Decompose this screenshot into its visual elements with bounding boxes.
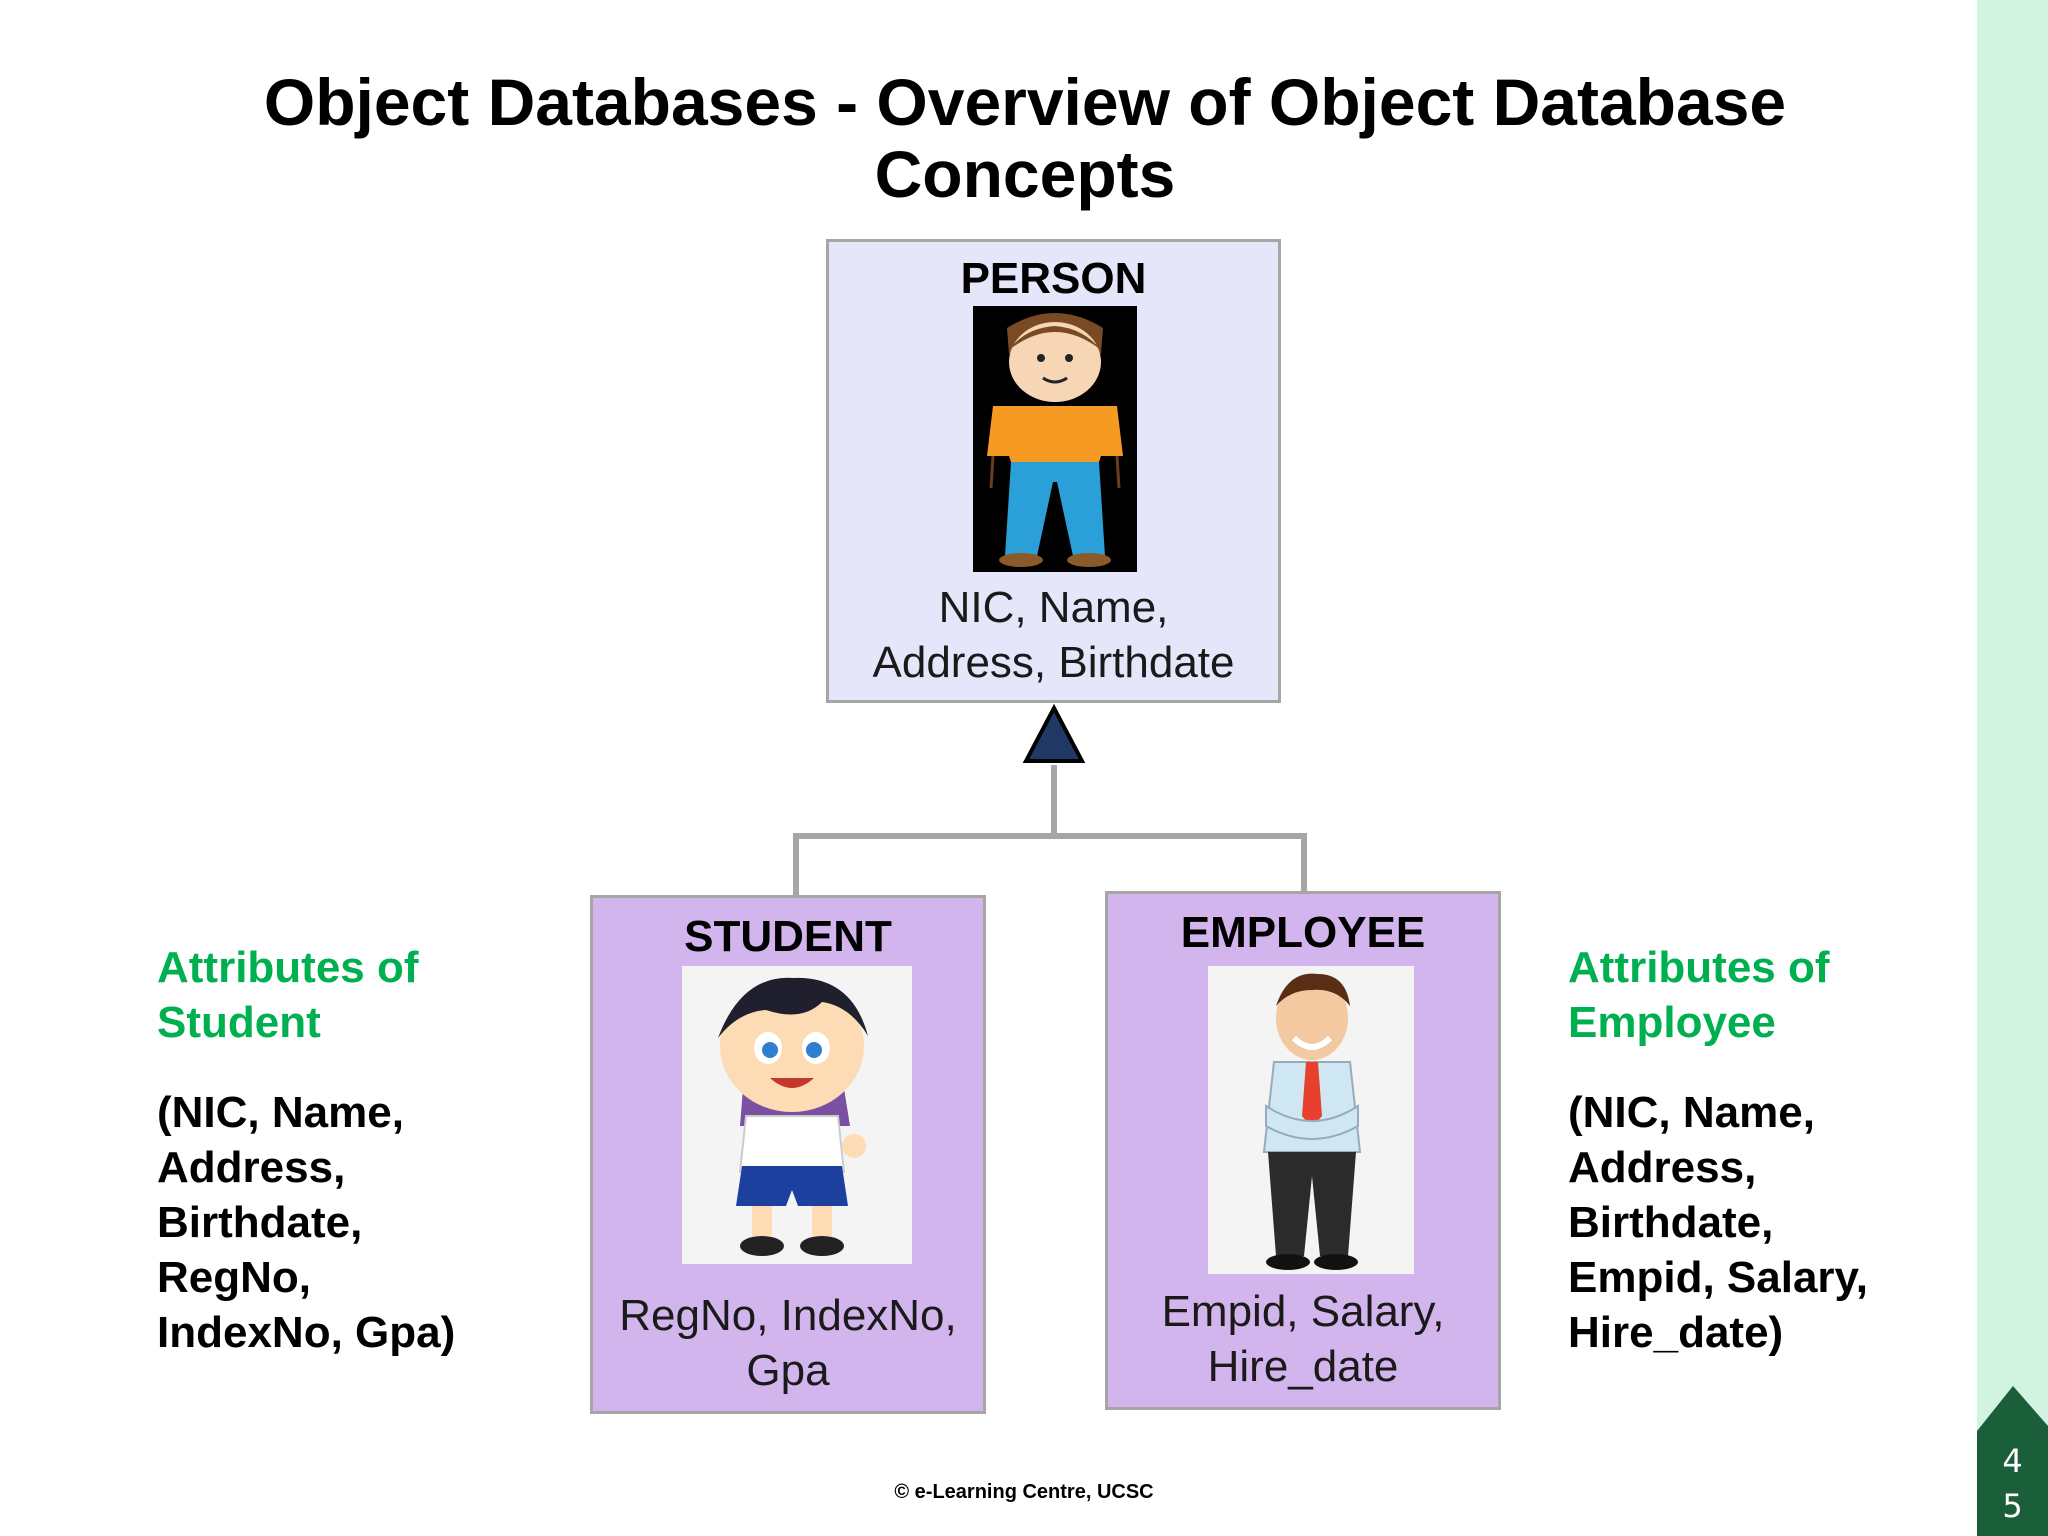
student-attributes: RegNo, IndexNo, Gpa — [593, 1288, 983, 1398]
student-class-title: STUDENT — [684, 912, 892, 961]
student-attributes-heading: Attributes of Student — [157, 940, 557, 1050]
hollow-triangle-arrow-icon — [1022, 703, 1086, 763]
student-attribute-line: Address, — [157, 1143, 346, 1192]
employee-attribute-line: (NIC, Name, — [1568, 1088, 1815, 1137]
student-attribute-line: RegNo, — [157, 1253, 311, 1302]
employee-attribute-line: Address, — [1568, 1143, 1757, 1192]
student-cartoon-icon — [682, 966, 912, 1264]
employee-class-box: EMPLOYEE Empid, Salary, Hire_date — [1105, 891, 1501, 1410]
employee-attributes-line-1: Empid, Salary, — [1161, 1287, 1445, 1336]
employee-attributes-heading: Attributes of Employee — [1568, 940, 1968, 1050]
employee-attributes-line-2: Hire_date — [1207, 1342, 1399, 1391]
slide-title: Object Databases - Overview of Object Da… — [160, 66, 1890, 210]
student-attributes-list: (NIC, Name, Address, Birthdate, RegNo, I… — [157, 1085, 557, 1360]
employee-attribute-line: Empid, Salary, — [1568, 1253, 1868, 1302]
person-attributes: NIC, Name, Address, Birthdate — [829, 580, 1278, 690]
page-number-badge: 4 5 — [1977, 1386, 2048, 1536]
employee-class-title: EMPLOYEE — [1180, 908, 1426, 957]
employee-attribute-line: Hire_date) — [1568, 1308, 1784, 1357]
person-attributes-line-1: NIC, Name, — [938, 583, 1169, 632]
employee-attributes-heading-line-1: Attributes of — [1568, 943, 1830, 992]
employee-attributes: Empid, Salary, Hire_date — [1108, 1284, 1498, 1394]
slide-side-strip — [1977, 0, 2048, 1536]
employee-attributes-list: (NIC, Name, Address, Birthdate, Empid, S… — [1568, 1085, 1968, 1360]
employee-cartoon-icon — [1208, 966, 1414, 1274]
student-attributes-line-2: Gpa — [746, 1346, 830, 1395]
person-attributes-line-2: Address, Birthdate — [872, 638, 1235, 687]
slide-title-line-2: Concepts — [874, 137, 1176, 211]
employee-attribute-line: Birthdate, — [1568, 1198, 1774, 1247]
student-attributes-heading-line-2: Student — [157, 998, 321, 1047]
page-number-digit-1: 4 — [2002, 1442, 2023, 1480]
student-attributes-line-1: RegNo, IndexNo, — [619, 1291, 957, 1340]
copyright-footer: © e-Learning Centre, UCSC — [894, 1481, 1154, 1503]
student-class-box: STUDENT RegNo, IndexNo, Gpa — [590, 895, 986, 1414]
student-attributes-heading-line-1: Attributes of — [157, 943, 419, 992]
student-attribute-line: IndexNo, Gpa) — [157, 1308, 456, 1357]
employee-attributes-heading-line-2: Employee — [1568, 998, 1776, 1047]
page-number-digit-2: 5 — [2002, 1487, 2023, 1525]
person-cartoon-icon — [973, 306, 1137, 572]
slide-title-line-1: Object Databases - Overview of Object Da… — [263, 65, 1787, 139]
person-class-title: PERSON — [960, 254, 1147, 303]
student-attribute-line: Birthdate, — [157, 1198, 363, 1247]
student-attribute-line: (NIC, Name, — [157, 1088, 404, 1137]
person-class-box: PERSON NIC, Name, Address, Birthdate — [826, 239, 1281, 703]
